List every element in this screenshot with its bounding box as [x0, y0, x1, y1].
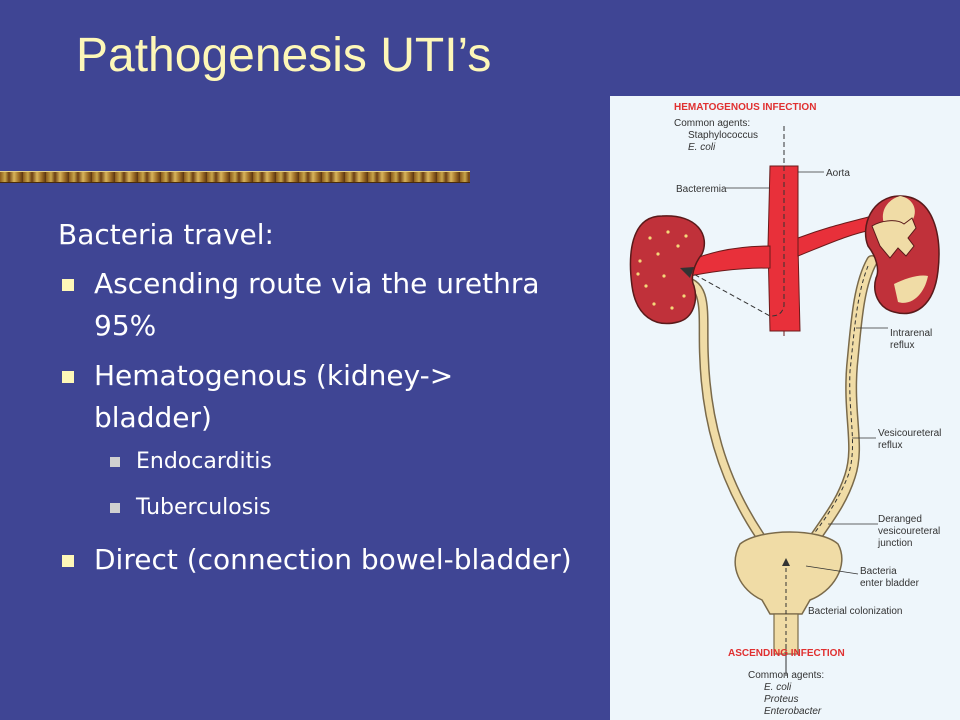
label-aorta: Aorta — [826, 168, 850, 179]
svg-text:Proteus: Proteus — [764, 694, 798, 705]
svg-text:reflux: reflux — [878, 440, 902, 451]
svg-text:reflux: reflux — [890, 340, 914, 351]
svg-text:Deranged: Deranged — [878, 514, 922, 525]
square-bullet-icon — [110, 457, 120, 467]
bullet-hematogenous: Hematogenous (kidney-> bladder) — [58, 355, 578, 439]
bullet-direct: Direct (connection bowel-bladder) — [58, 539, 578, 581]
left-kidney-dots — [636, 230, 688, 310]
svg-text:junction: junction — [877, 538, 912, 549]
svg-text:Vesicoureteral: Vesicoureteral — [878, 428, 941, 439]
svg-text:enter bladder: enter bladder — [860, 578, 920, 589]
square-bullet-icon — [62, 279, 74, 291]
square-bullet-icon — [62, 371, 74, 383]
square-bullet-icon — [62, 555, 74, 567]
bullet-text: Ascending route via the urethra 95% — [94, 267, 540, 342]
bullet-list: Bacteria travel: Ascending route via the… — [58, 218, 578, 589]
svg-text:Bacteria: Bacteria — [860, 566, 897, 577]
ascending-heading: ASCENDING INFECTION — [728, 648, 845, 659]
label-colonization: Bacterial colonization — [808, 606, 903, 617]
svg-text:E. coli: E. coli — [688, 142, 716, 153]
left-ureter — [675, 276, 765, 541]
bullet-text: Hematogenous (kidney-> bladder) — [94, 359, 454, 434]
hematogenous-heading: HEMATOGENOUS INFECTION — [674, 102, 816, 113]
square-bullet-icon — [110, 503, 120, 513]
svg-text:Common agents:: Common agents: — [674, 118, 750, 129]
decorative-divider — [0, 171, 470, 183]
slide-title: Pathogenesis UTI’s — [76, 29, 492, 82]
label-bacteremia: Bacteremia — [676, 184, 727, 195]
left-kidney — [629, 215, 706, 325]
sub-bullet-text: Endocarditis — [136, 449, 272, 474]
uti-diagram: HEMATOGENOUS INFECTION Common agents: St… — [629, 102, 941, 717]
svg-text:Enterobacter: Enterobacter — [764, 706, 822, 717]
intro-text: Bacteria travel: — [58, 218, 274, 251]
svg-text:Intrarenal: Intrarenal — [890, 328, 932, 339]
sub-bullet-tuberculosis: Tuberculosis — [58, 493, 578, 523]
bullet-text: Direct (connection bowel-bladder) — [94, 543, 572, 576]
renal-pelvis — [871, 217, 917, 259]
sub-bullet-endocarditis: Endocarditis — [58, 447, 578, 477]
sub-bullet-text: Tuberculosis — [136, 495, 271, 520]
svg-text:Common agents:: Common agents: — [748, 670, 824, 681]
renal-artery-right — [797, 215, 873, 257]
bladder — [734, 531, 843, 615]
svg-text:vesicoureteral: vesicoureteral — [878, 526, 940, 537]
svg-text:Staphylococcus: Staphylococcus — [688, 130, 758, 141]
hematogenous-arrow — [689, 126, 785, 317]
svg-text:E. coli: E. coli — [764, 682, 792, 693]
uti-pathway-figure: HEMATOGENOUS INFECTION Common agents: St… — [610, 96, 960, 720]
bullet-ascending: Ascending route via the urethra 95% — [58, 263, 578, 347]
